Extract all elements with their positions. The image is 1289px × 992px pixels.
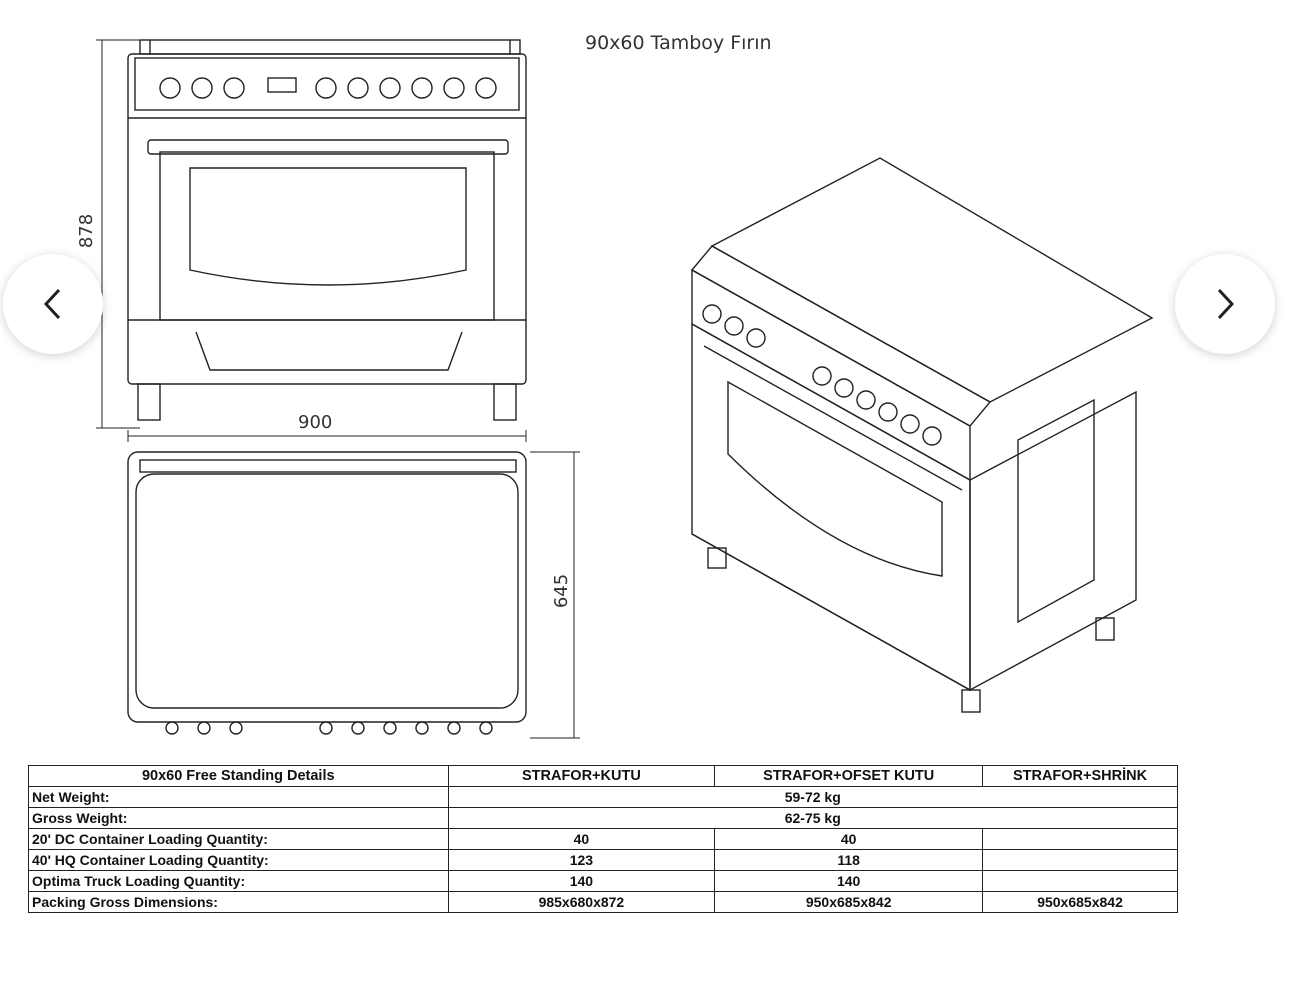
chevron-left-icon	[43, 288, 61, 320]
row-value: 118	[714, 849, 984, 871]
carousel-next-button[interactable]	[1175, 254, 1275, 354]
row-label: Gross Weight:	[28, 807, 449, 829]
row-value: 950x685x842	[714, 891, 984, 913]
table-row: Optima Truck Loading Quantity: 140 140	[28, 870, 1178, 892]
front-view	[127, 39, 527, 421]
table-row: 40' HQ Container Loading Quantity: 123 1…	[28, 849, 1178, 871]
top-view	[127, 451, 527, 735]
carousel-prev-button[interactable]	[3, 254, 103, 354]
table-header-row: 90x60 Free Standing Details STRAFOR+KUTU…	[28, 765, 1178, 787]
table-row: Packing Gross Dimensions: 985x680x872 95…	[28, 891, 1178, 913]
row-value: 140	[447, 870, 716, 892]
row-label: Net Weight:	[28, 786, 449, 808]
row-value: 140	[714, 870, 984, 892]
spec-table: 90x60 Free Standing Details STRAFOR+KUTU…	[28, 765, 1178, 913]
table-row: Gross Weight: 62-75 kg	[28, 807, 1178, 829]
technical-drawing	[96, 39, 1154, 739]
table-header: STRAFOR+SHRİNK	[982, 765, 1178, 787]
drawing-title: 90x60 Tamboy Fırın	[585, 32, 772, 54]
row-label: Packing Gross Dimensions:	[28, 891, 449, 913]
row-label: 40' HQ Container Loading Quantity:	[28, 849, 449, 871]
table-row: Net Weight: 59-72 kg	[28, 786, 1178, 808]
depth-dimension-label: 645	[551, 573, 573, 609]
row-value	[982, 828, 1178, 850]
row-value	[982, 870, 1178, 892]
row-value	[982, 849, 1178, 871]
row-value: 59-72 kg	[447, 786, 1178, 808]
row-value: 950x685x842	[982, 891, 1178, 913]
row-value: 40	[714, 828, 984, 850]
row-label: 20' DC Container Loading Quantity:	[28, 828, 449, 850]
row-value: 985x680x872	[447, 891, 716, 913]
dimension-lines	[96, 39, 580, 739]
width-dimension-label: 900	[298, 412, 333, 433]
knobs-left	[159, 77, 245, 99]
isometric-view	[690, 157, 1154, 713]
row-value: 40	[447, 828, 716, 850]
table-header: STRAFOR+OFSET KUTU	[714, 765, 984, 787]
height-dimension-label: 878	[76, 213, 98, 249]
table-row: 20' DC Container Loading Quantity: 40 40	[28, 828, 1178, 850]
row-label: Optima Truck Loading Quantity:	[28, 870, 449, 892]
chevron-right-icon	[1217, 288, 1235, 320]
row-value: 123	[447, 849, 716, 871]
iso-knobs	[702, 304, 942, 446]
table-header: 90x60 Free Standing Details	[28, 765, 449, 787]
knobs-right	[315, 77, 497, 99]
table-header: STRAFOR+KUTU	[447, 765, 716, 787]
row-value: 62-75 kg	[447, 807, 1178, 829]
top-view-knobs	[165, 721, 493, 735]
